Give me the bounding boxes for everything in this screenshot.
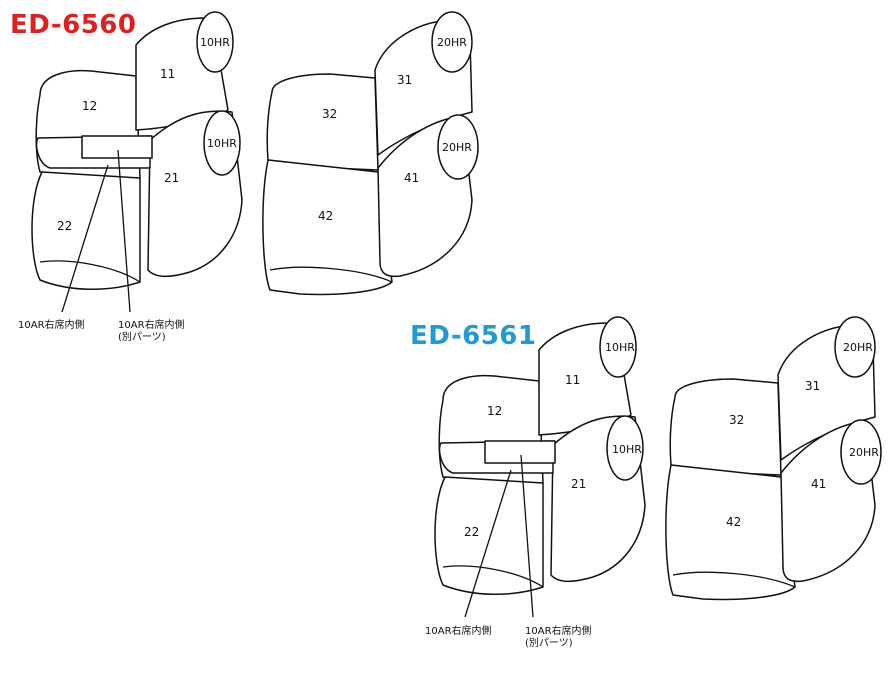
part-label-32: 32 (322, 107, 337, 121)
headrest-label-20hr-lower: 20HR (849, 446, 879, 459)
diagram-ed-6560: 11 12 21 22 31 32 41 42 10HR 10HR 20HR 2… (18, 11, 479, 343)
part-label-41: 41 (811, 477, 826, 491)
headrest-label-20hr-upper: 20HR (437, 36, 467, 49)
part-label-12: 12 (487, 404, 502, 418)
headrest-label-10hr-upper: 10HR (605, 341, 635, 354)
part-label-11: 11 (160, 67, 175, 81)
part-label-41: 41 (404, 171, 419, 185)
headrest-label-10hr-lower: 10HR (207, 137, 237, 150)
model-title-ed-6560: ED-6560 (10, 10, 137, 40)
callout-separate-label-line1: 10AR右席内側 (118, 318, 185, 331)
diagram-ed-6561: 11 12 21 22 31 32 41 42 10HR 10HR 20HR 2… (425, 316, 882, 649)
headrest-label-10hr-lower: 10HR (612, 443, 642, 456)
part-label-12: 12 (82, 99, 97, 113)
callout-separate-label-line2: (別パーツ) (525, 637, 573, 649)
part-label-21: 21 (164, 171, 179, 185)
callout-separate-label-line2: (別パーツ) (118, 331, 166, 343)
part-label-42: 42 (726, 515, 741, 529)
part-label-31: 31 (397, 73, 412, 87)
callout-inner-label: 10AR右席内側 (425, 624, 492, 637)
headrest-label-20hr-upper: 20HR (843, 341, 873, 354)
callout-separate-label-line1: 10AR右席内側 (525, 624, 592, 637)
part-label-21: 21 (571, 477, 586, 491)
part-label-22: 22 (57, 219, 72, 233)
part-label-32: 32 (729, 413, 744, 427)
callout-inner-label: 10AR右席内側 (18, 318, 85, 331)
model-title-ed-6561: ED-6561 (410, 321, 537, 351)
part-label-11: 11 (565, 373, 580, 387)
part-label-31: 31 (805, 379, 820, 393)
part-label-22: 22 (464, 525, 479, 539)
headrest-label-10hr-upper: 10HR (200, 36, 230, 49)
headrest-label-20hr-lower: 20HR (442, 141, 472, 154)
part-label-42: 42 (318, 209, 333, 223)
